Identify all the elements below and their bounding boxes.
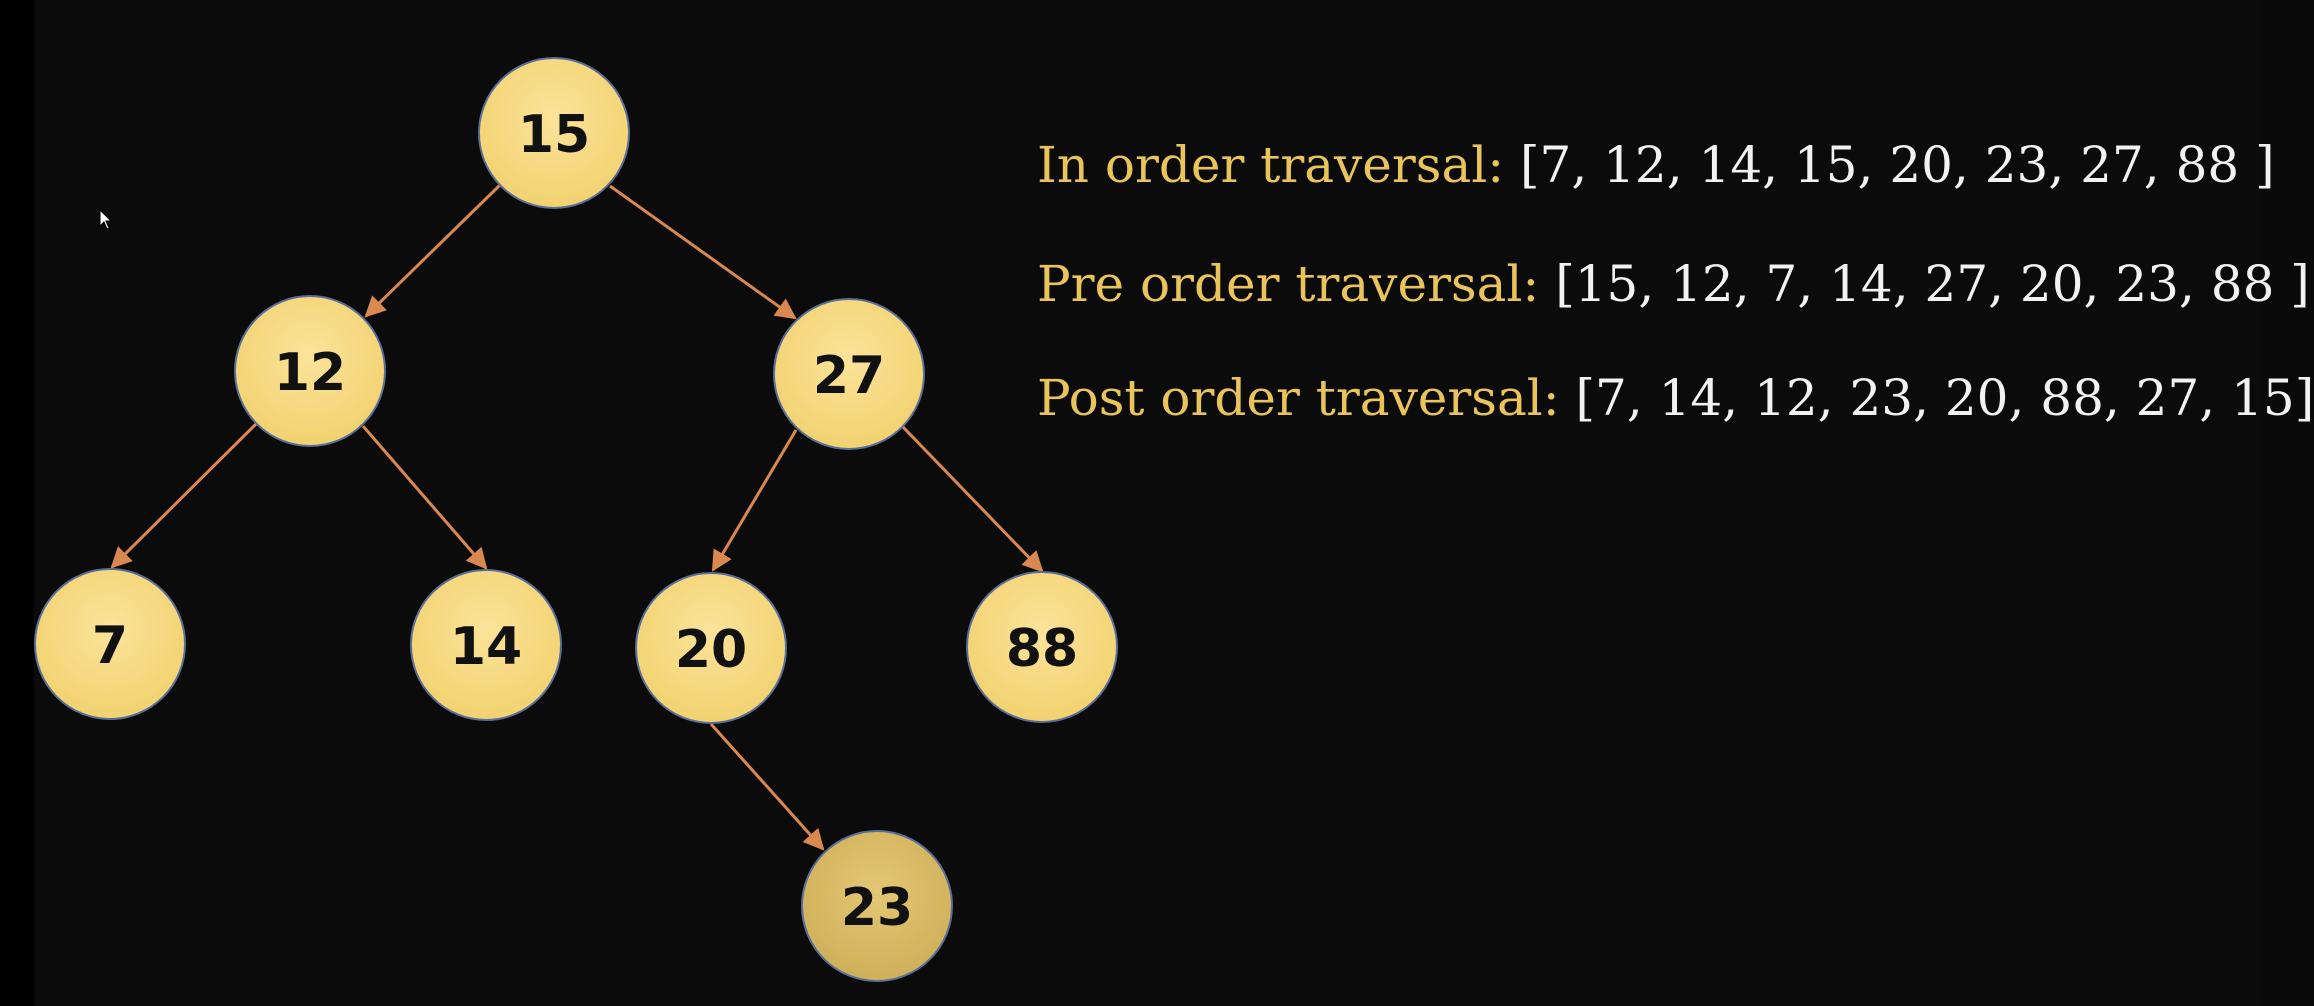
tree-node-7: 7: [34, 568, 186, 720]
tree-edges: [110, 183, 1044, 851]
left-edge-strip: [0, 0, 34, 1006]
postorder-label: Post order traversal:: [1037, 369, 1560, 427]
postorder-traversal: Post order traversal: [7, 14, 12, 23, 20…: [1037, 373, 2314, 423]
edge-15-12: [364, 183, 502, 318]
tree-node-23: 23: [801, 830, 953, 982]
inorder-traversal: In order traversal: [7, 12, 14, 15, 20, …: [1037, 140, 2275, 190]
preorder-value: [15, 12, 7, 14, 27, 20, 23, 88 ]: [1555, 255, 2310, 313]
preorder-label: Pre order traversal:: [1037, 255, 1540, 313]
node-label-12: 12: [274, 343, 346, 403]
tree-node-88: 88: [966, 571, 1118, 723]
edge-15-27: [609, 184, 797, 320]
tree-node-20: 20: [635, 572, 787, 724]
postorder-value: [7, 14, 12, 23, 20, 88, 27, 15]: [1575, 369, 2314, 427]
tree-node-14: 14: [410, 569, 562, 721]
inorder-label: In order traversal:: [1037, 136, 1505, 194]
edge-20-23: [709, 722, 825, 851]
tree-node-15: 15: [478, 57, 630, 209]
mouse-cursor-icon: [99, 208, 113, 230]
inorder-value: [7, 12, 14, 15, 20, 23, 27, 88 ]: [1520, 136, 2275, 194]
node-label-15: 15: [518, 105, 590, 165]
edge-12-14: [361, 425, 488, 570]
node-label-27: 27: [813, 346, 885, 406]
edge-27-88: [901, 425, 1044, 573]
binary-tree-diagram: 15 12 27 7 14 20 88 23: [34, 57, 1118, 982]
node-label-88: 88: [1006, 619, 1078, 679]
edge-12-7: [110, 422, 258, 569]
node-label-20: 20: [675, 620, 747, 680]
tree-node-27: 27: [773, 298, 925, 450]
preorder-traversal: Pre order traversal: [15, 12, 7, 14, 27,…: [1037, 259, 2310, 309]
node-label-7: 7: [92, 616, 128, 676]
edge-27-20: [711, 429, 798, 572]
tree-node-12: 12: [234, 295, 386, 447]
node-label-14: 14: [450, 617, 522, 677]
node-label-23: 23: [841, 878, 913, 938]
